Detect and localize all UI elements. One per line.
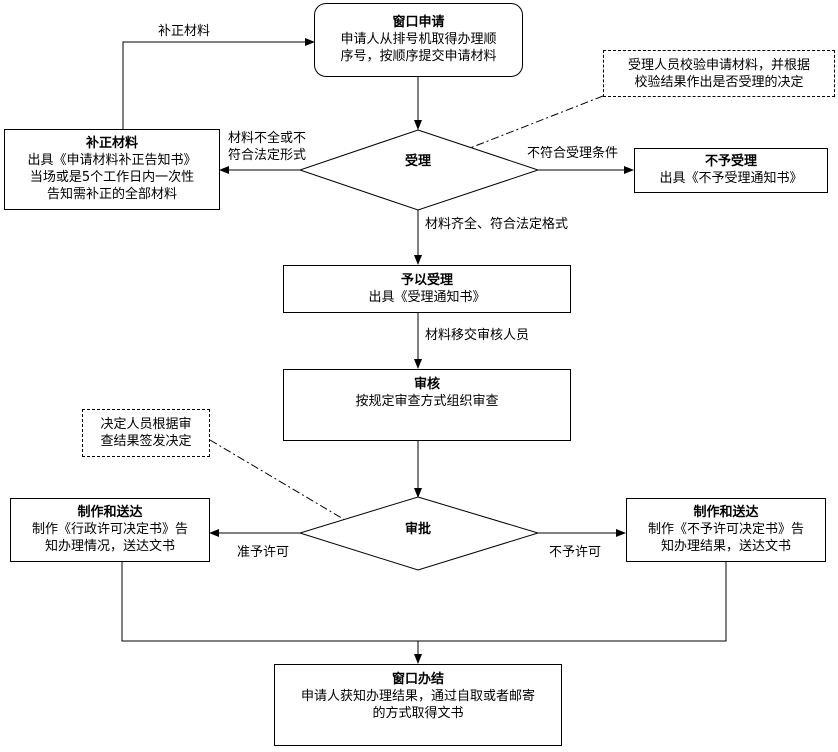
edge-label-complete: 材料齐全、符合法定格式 [425,217,569,232]
annotation-link-approve [209,439,346,521]
node-title: 窗口办结 [391,672,444,687]
note-text: 受理人员校验申请材料，并根据 [627,58,810,73]
node-title: 窗口申请 [392,15,445,30]
node-title: 不予受理 [704,154,757,169]
node-text: 申请人获知办理结果，通过自取或者邮寄 [300,689,535,704]
node-review: 审核 按规定审查方式组织审查 [283,369,571,441]
node-window-apply: 窗口申请 申请人从排号机取得办理顺 序号，按顺序提交申请材料 [314,3,523,77]
node-text: 制作《不予许可决定书》告 [647,522,804,537]
note-accept: 受理人员校验申请材料，并根据 校验结果作出是否受理的决定 [603,50,835,97]
note-text: 校验结果作出是否受理的决定 [634,75,804,90]
edge-label-approve: 准予许可 [237,545,290,560]
node-accepted: 予以受理 出具《受理通知书》 [283,265,571,313]
edge-label-transfer: 材料移交审核人员 [425,328,530,343]
node-title: 审核 [413,377,440,392]
node-text: 的方式取得文书 [372,706,464,721]
node-text: 按规定审查方式组织审查 [355,394,499,409]
note-text: 查结果签发决定 [100,434,192,449]
decision-approve-shape [298,496,540,571]
edge-label-deny: 不予许可 [549,545,602,560]
decision-accept-label: 受理 [404,154,431,169]
decision-approve-label: 审批 [404,522,431,537]
note-decision: 决定人员根据审 查结果签发决定 [82,409,210,457]
node-title: 制作和送达 [77,505,143,520]
edge-label-not-qualified: 不符合受理条件 [527,146,619,161]
node-text: 当场或是5个工作日内一次性 [29,170,195,185]
node-text: 申请人从排号机取得办理顺 [340,32,497,47]
node-title: 补正材料 [85,136,138,151]
node-text: 序号，按顺序提交申请材料 [340,49,497,64]
node-make-permit: 制作和送达 制作《行政许可决定书》告 知办理情况，送达文书 [10,498,210,562]
node-text: 告知需补正的全部材料 [46,187,177,202]
node-make-deny: 制作和送达 制作《不予许可决定书》告 知办理结果，送达文书 [626,498,826,562]
edge-label-incomplete: 材料不全或不 符合法定形式 [228,130,306,164]
node-text: 出具《申请材料补正告知书》 [27,153,197,168]
node-text: 知办理情况，送达文书 [44,539,175,554]
node-title: 制作和送达 [693,505,759,520]
node-window-finish: 窗口办结 申请人获知办理结果，通过自取或者邮寄 的方式取得文书 [274,664,562,746]
edge-label-line: 材料不全或不 [228,131,307,146]
node-text: 出具《不予受理通知书》 [659,171,803,186]
edge-permit-to-finish [121,562,727,642]
node-supplement: 补正材料 出具《申请材料补正告知书》 当场或是5个工作日内一次性 告知需补正的全… [4,129,220,210]
edge-label-line: 符合法定形式 [228,148,307,163]
node-reject: 不予受理 出具《不予受理通知书》 [634,148,828,193]
note-text: 决定人员根据审 [100,417,192,432]
node-title: 予以受理 [400,273,453,288]
node-text: 知办理结果，送达文书 [660,539,791,554]
annotation-link-accept [469,95,604,149]
edge-label-supplement-back: 补正材料 [158,24,211,39]
node-text: 制作《行政许可决定书》告 [31,522,188,537]
node-text: 出具《受理通知书》 [368,290,486,305]
decision-accept-shape [298,129,540,211]
edge-supplement-to-apply [122,38,315,129]
